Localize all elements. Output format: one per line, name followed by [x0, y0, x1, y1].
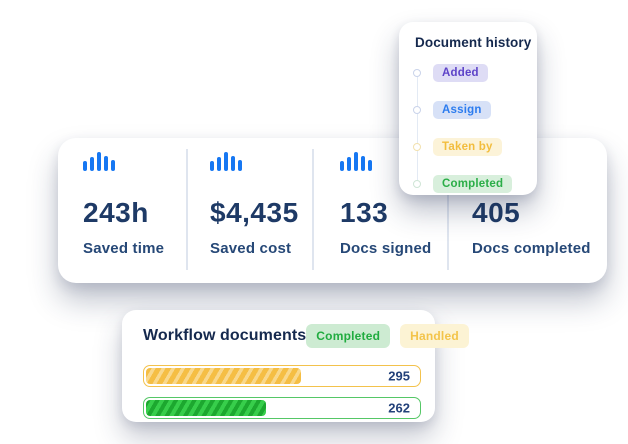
workflow-documents-card: Workflow documents Completed Handled 295…	[122, 310, 469, 422]
status-badge: Assign	[433, 101, 491, 119]
bar-chart-icon	[210, 152, 312, 171]
timeline-dot-icon	[413, 69, 421, 77]
workflow-header: Workflow documents Completed Handled	[143, 324, 469, 348]
timeline-dot-icon	[413, 106, 421, 114]
stat-saved-cost: $4,435 Saved cost	[186, 138, 312, 283]
timeline-item-completed: Completed	[413, 175, 523, 193]
stat-label: Docs signed	[340, 240, 432, 257]
status-badge: Added	[433, 64, 488, 82]
progress-bar-handled: 295	[143, 365, 421, 387]
timeline-dot-icon	[413, 180, 421, 188]
stat-value: 243h	[83, 197, 149, 228]
bar-chart-icon	[340, 152, 447, 171]
progress-bar-completed: 262	[143, 397, 421, 419]
status-badge: Completed	[433, 175, 513, 193]
progress-value: 295	[388, 368, 410, 384]
stat-value: 133	[340, 197, 389, 228]
timeline-item-taken-by: Taken by	[413, 138, 523, 156]
timeline-item-added: Added	[413, 64, 523, 82]
document-history-card: Document history Added Assign Taken by C…	[399, 22, 537, 195]
timeline-dot-icon	[413, 143, 421, 151]
stat-label: Saved cost	[210, 240, 292, 257]
progress-value: 262	[388, 400, 410, 416]
card-title: Workflow documents	[143, 327, 307, 344]
timeline-line	[416, 73, 418, 184]
stat-docs-signed: 133 Docs signed	[312, 138, 447, 283]
stat-value: 405	[472, 197, 521, 228]
legend-chip-handled[interactable]: Handled	[400, 324, 469, 348]
stats-grid: 243h Saved time $4,435 Saved cost 133 Do…	[58, 138, 607, 283]
bar-chart-icon	[83, 152, 186, 171]
stat-saved-time: 243h Saved time	[58, 138, 186, 283]
status-badge: Taken by	[433, 138, 502, 156]
progress-fill	[146, 368, 302, 384]
workflow-legend: Completed Handled	[306, 324, 469, 348]
card-title: Document history	[415, 35, 532, 50]
document-timeline: Added Assign Taken by Completed	[413, 64, 523, 193]
stat-value: $4,435	[210, 197, 299, 228]
column-divider	[447, 149, 449, 270]
timeline-item-assign: Assign	[413, 101, 523, 119]
stat-label: Docs completed	[472, 240, 591, 257]
stat-label: Saved time	[83, 240, 165, 257]
legend-chip-completed[interactable]: Completed	[306, 324, 391, 348]
progress-fill	[146, 400, 266, 416]
column-divider	[186, 149, 188, 270]
column-divider	[312, 149, 314, 270]
